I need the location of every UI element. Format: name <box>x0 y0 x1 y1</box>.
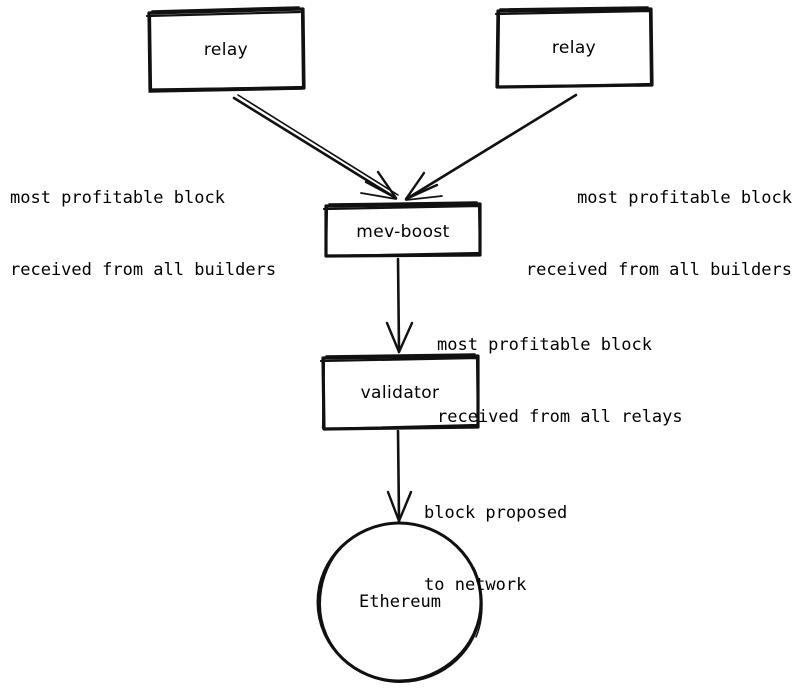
edge-label-relay-left-to-mev-boost: most profitable block received from all … <box>10 138 276 330</box>
edge-label-validator-to-ethereum: block proposed to network <box>424 453 567 645</box>
edge-label-line-2: to network <box>424 575 527 595</box>
node-relay-right-shape[interactable] <box>494 6 654 89</box>
edge-label-mev-boost-to-validator: most profitable block received from all … <box>437 285 683 477</box>
edge-mev-boost-to-validator-arrow <box>385 257 414 354</box>
edge-label-line-1: most profitable block <box>10 188 225 208</box>
edge-label-line-2: received from all builders <box>525 260 792 280</box>
node-ethereum-shape[interactable] <box>316 521 483 683</box>
node-relay-left-label: relay <box>203 40 249 60</box>
edge-label-line-1: most profitable block <box>577 188 792 208</box>
edge-label-relay-right-to-mev-boost: most profitable block received from all … <box>526 138 792 330</box>
node-relay-left-shape[interactable] <box>145 6 306 93</box>
node-validator-label: validator <box>360 383 440 403</box>
edge-label-line-2: received from all relays <box>437 407 683 427</box>
edge-validator-to-ethereum-arrow <box>386 429 413 523</box>
edge-relay-right-to-mev-boost-arrow <box>404 93 578 201</box>
edge-label-line-2: received from all builders <box>10 260 277 280</box>
edge-label-line-1: block proposed <box>424 503 568 523</box>
edge-label-line-1: most profitable block <box>437 335 652 355</box>
node-validator-shape[interactable] <box>319 353 480 431</box>
node-mev-boost-shape[interactable] <box>322 201 482 258</box>
node-mev-boost-label: mev-boost <box>356 222 450 242</box>
edge-relay-left-to-mev-boost-arrow <box>232 94 399 200</box>
node-ethereum-label: Ethereum <box>359 592 441 612</box>
node-relay-right-label: relay <box>551 38 597 58</box>
